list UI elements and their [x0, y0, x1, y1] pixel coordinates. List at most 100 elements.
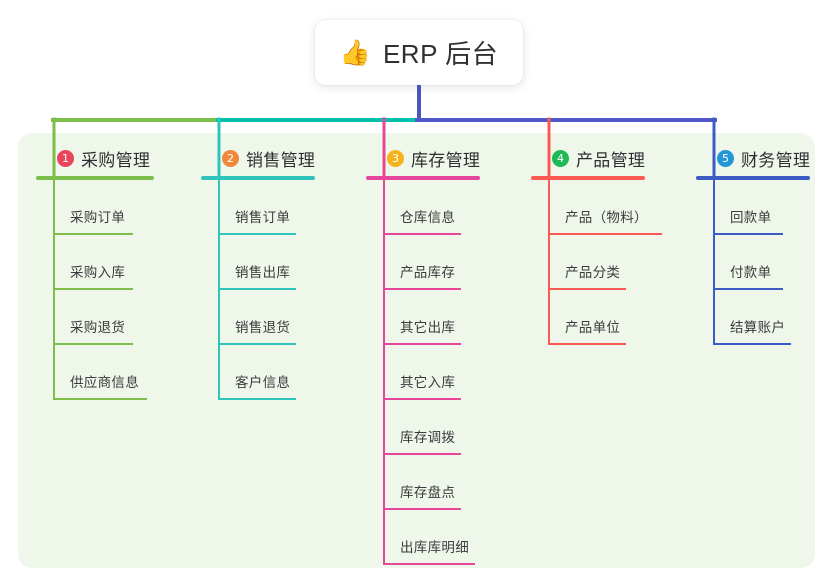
column-rule: [696, 176, 810, 180]
list-item[interactable]: 结算账户: [696, 290, 810, 345]
list-item[interactable]: 仓库信息: [366, 180, 480, 235]
column-title: 产品管理: [576, 150, 646, 170]
list-item[interactable]: 回款单: [696, 180, 810, 235]
list-item-rule: [53, 288, 133, 290]
list-item-label: 仓库信息: [400, 210, 456, 225]
list-item-label: 销售订单: [235, 210, 291, 225]
list-item-rule: [383, 233, 461, 235]
column-title: 库存管理: [411, 150, 481, 170]
list-item-rule: [713, 233, 783, 235]
list-item-rule: [53, 398, 147, 400]
list-item-rule: [53, 343, 133, 345]
column-header-5[interactable]: 5 财务管理: [696, 146, 810, 170]
list-item-label: 采购退货: [70, 320, 126, 335]
list-item-rule: [218, 288, 296, 290]
list-item[interactable]: 客户信息: [201, 345, 315, 400]
list-item[interactable]: 采购退货: [36, 290, 154, 345]
list-item[interactable]: 产品分类: [531, 235, 645, 290]
column-header-3[interactable]: 3 库存管理: [366, 146, 480, 170]
column-3: 3 库存管理仓库信息产品库存其它出库其它入库库存调拨库存盘点出库库明细: [366, 146, 480, 565]
column-items: 销售订单销售出库销售退货客户信息: [201, 180, 315, 400]
column-badge-5: 5: [717, 149, 734, 167]
list-item-label: 库存调拨: [400, 430, 456, 445]
list-item[interactable]: 销售退货: [201, 290, 315, 345]
list-item-label: 采购入库: [70, 265, 126, 280]
column-spine: [218, 180, 220, 400]
list-item-label: 回款单: [730, 210, 772, 225]
list-item[interactable]: 销售订单: [201, 180, 315, 235]
column-badge-3: 3: [387, 149, 404, 167]
list-item-label: 客户信息: [235, 375, 291, 390]
root-node-content: 👍 ERP 后台: [340, 34, 498, 71]
list-item-label: 其它入库: [400, 375, 456, 390]
column-badge-4: 4: [552, 149, 569, 167]
list-item[interactable]: 采购订单: [36, 180, 154, 235]
list-item-label: 产品（物料）: [565, 210, 648, 225]
column-spine: [383, 180, 385, 565]
list-item[interactable]: 库存调拨: [366, 400, 480, 455]
column-items: 回款单付款单结算账户: [696, 180, 810, 345]
list-item[interactable]: 库存盘点: [366, 455, 480, 510]
column-rule: [531, 176, 645, 180]
column-header-4[interactable]: 4 产品管理: [531, 146, 645, 170]
column-badge-1: 1: [57, 149, 74, 167]
list-item-label: 销售出库: [235, 265, 291, 280]
list-item-rule: [713, 343, 791, 345]
list-item[interactable]: 出库库明细: [366, 510, 480, 565]
column-items: 采购订单采购入库采购退货供应商信息: [36, 180, 154, 400]
root-node[interactable]: 👍 ERP 后台: [315, 20, 523, 85]
list-item-label: 付款单: [730, 265, 772, 280]
column-4: 4 产品管理产品（物料） 产品分类产品单位: [531, 146, 662, 345]
column-spine: [548, 180, 550, 345]
column-spine: [713, 180, 715, 345]
content-panel: [18, 133, 815, 568]
list-item-rule: [548, 233, 662, 235]
list-item-label: 产品单位: [565, 320, 621, 335]
list-item[interactable]: 产品单位: [531, 290, 645, 345]
list-item-label: 产品库存: [400, 265, 456, 280]
list-item[interactable]: 供应商信息: [36, 345, 154, 400]
list-item-label: 库存盘点: [400, 485, 456, 500]
list-item-rule: [383, 563, 475, 565]
list-item-label: 采购订单: [70, 210, 126, 225]
column-title: 销售管理: [246, 150, 316, 170]
list-item-rule: [548, 288, 626, 290]
list-item-rule: [383, 508, 461, 510]
column-rule: [36, 176, 154, 180]
list-item-label: 出库库明细: [400, 540, 469, 555]
list-item-rule: [218, 398, 296, 400]
root-title: ERP 后台: [382, 39, 499, 69]
list-item-rule: [548, 343, 626, 345]
list-item-rule: [713, 288, 783, 290]
list-item[interactable]: 其它入库: [366, 345, 480, 400]
column-items: 产品（物料） 产品分类产品单位: [531, 180, 662, 345]
list-item-label: 供应商信息: [70, 375, 139, 390]
list-item-label: 产品分类: [565, 265, 621, 280]
list-item-label: 其它出库: [400, 320, 456, 335]
list-item-label: 结算账户: [730, 320, 786, 335]
column-badge-2: 2: [222, 149, 239, 167]
list-item-label: 销售退货: [235, 320, 291, 335]
list-item[interactable]: 付款单: [696, 235, 810, 290]
list-item[interactable]: 产品（物料）: [531, 180, 662, 235]
list-item-rule: [383, 343, 461, 345]
list-item[interactable]: 产品库存: [366, 235, 480, 290]
list-item-rule: [383, 453, 461, 455]
column-rule: [366, 176, 480, 180]
list-item-rule: [218, 343, 296, 345]
list-item[interactable]: 其它出库: [366, 290, 480, 345]
list-item-rule: [383, 398, 461, 400]
column-items: 仓库信息产品库存其它出库其它入库库存调拨库存盘点出库库明细: [366, 180, 480, 565]
list-item-rule: [218, 233, 296, 235]
list-item-rule: [383, 288, 461, 290]
column-5: 5 财务管理回款单付款单结算账户: [696, 146, 810, 345]
column-2: 2 销售管理销售订单销售出库销售退货客户信息: [201, 146, 315, 400]
list-item[interactable]: 采购入库: [36, 235, 154, 290]
column-title: 财务管理: [741, 150, 811, 170]
column-header-2[interactable]: 2 销售管理: [201, 146, 315, 170]
column-spine: [53, 180, 55, 400]
list-item[interactable]: 销售出库: [201, 235, 315, 290]
column-rule: [201, 176, 315, 180]
